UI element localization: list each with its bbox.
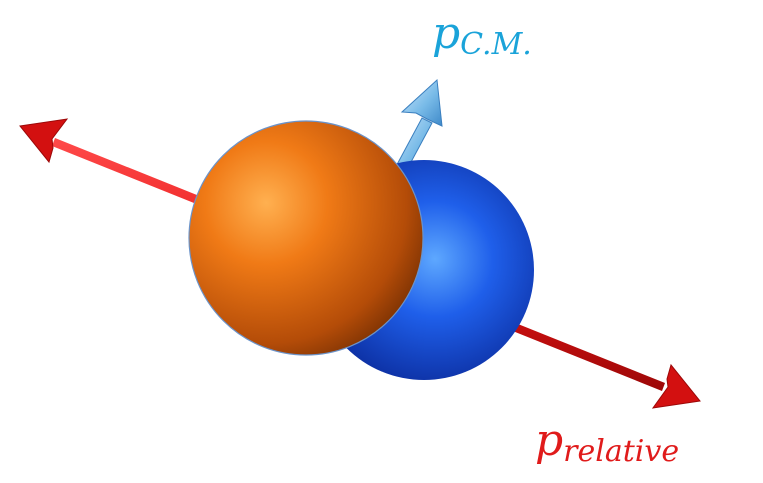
relative-momentum-subscript: relative <box>563 434 679 469</box>
orange-sphere <box>189 121 423 355</box>
cm-momentum-subscript: C.M. <box>460 27 532 62</box>
relative-momentum-symbol: p <box>535 415 563 466</box>
cm-momentum-label: pC.M. <box>432 8 532 62</box>
cm-momentum-symbol: p <box>432 8 460 59</box>
relative-momentum-label: prelative <box>535 415 679 469</box>
